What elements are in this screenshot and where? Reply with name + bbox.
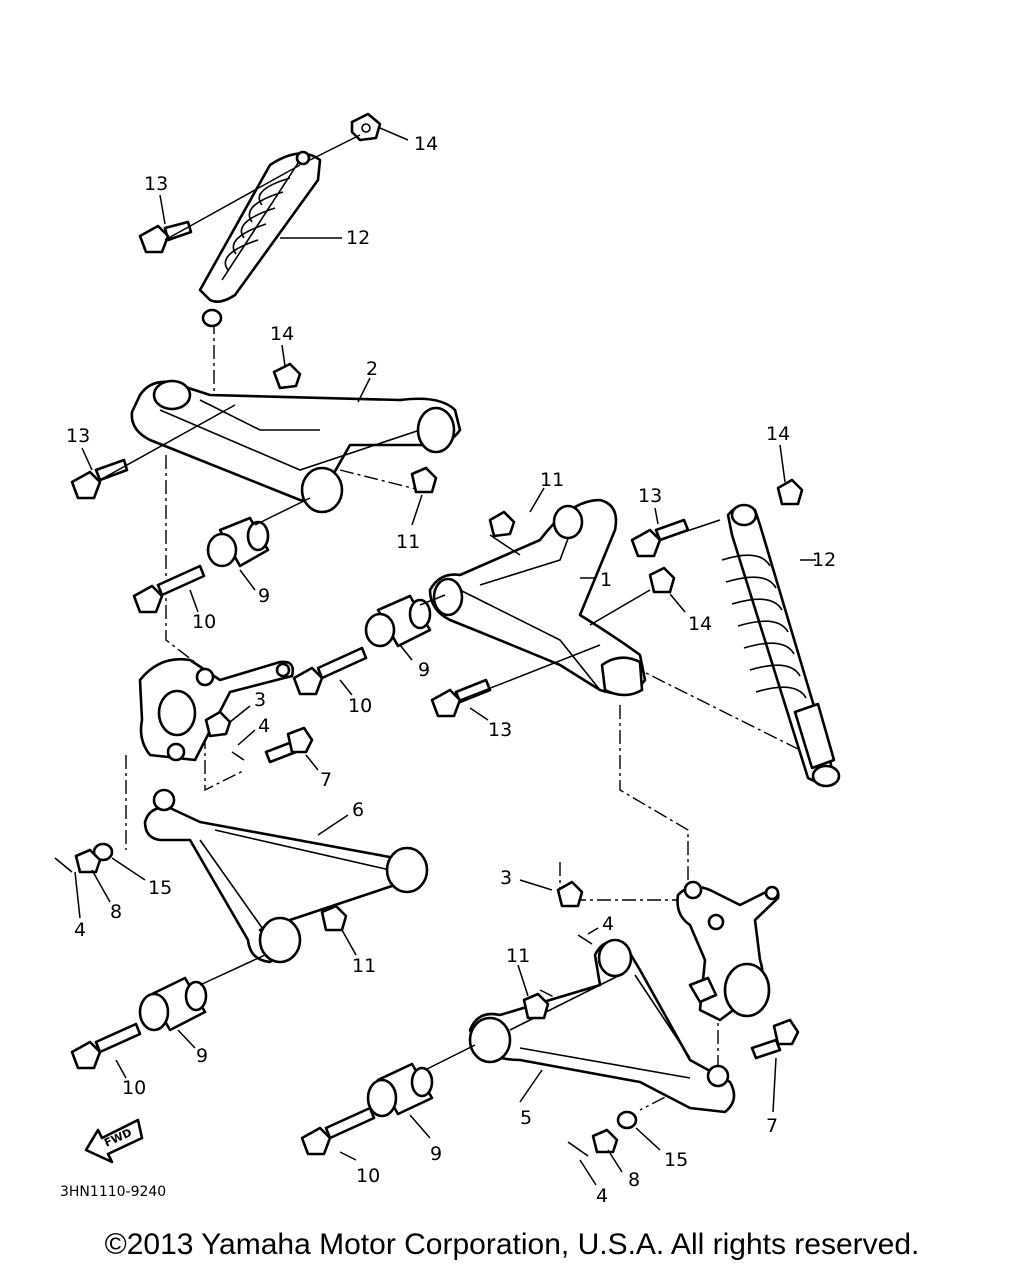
knuckle-right — [676, 880, 780, 1022]
bolt-13-right-upper — [430, 678, 492, 718]
callout-13: 13 — [66, 425, 90, 447]
callout-2: 2 — [366, 358, 378, 380]
callout-14: 14 — [766, 423, 790, 445]
lower-arm-right — [468, 938, 736, 1114]
nut-14-right-shock — [776, 478, 804, 506]
callout-14: 14 — [270, 323, 294, 345]
bushing-9-upper — [206, 516, 270, 568]
callout-4: 4 — [602, 913, 614, 935]
callout-10: 10 — [122, 1077, 146, 1099]
callout-4: 4 — [74, 919, 86, 941]
callout-3: 3 — [254, 689, 266, 711]
bushing-9-lower-left — [138, 976, 208, 1032]
bolt-13-top — [138, 220, 193, 254]
copyright-notice: ©2013 Yamaha Motor Corporation, U.S.A. A… — [104, 1228, 920, 1261]
callout-11: 11 — [396, 531, 420, 553]
nut-8-left — [74, 848, 102, 874]
callout-4: 4 — [596, 1185, 608, 1207]
callout-4: 4 — [258, 715, 270, 737]
bolt-13-right-shock — [630, 518, 690, 558]
callout-14: 14 — [414, 133, 438, 155]
bolt-10-right — [292, 646, 368, 696]
nut-3-left — [204, 710, 232, 738]
bolt-7-left — [264, 726, 314, 764]
shock-absorber-upper — [198, 150, 322, 328]
nut-11-lower-right — [522, 992, 550, 1020]
callout-leaders — [74, 127, 816, 1186]
callout-7: 7 — [320, 769, 332, 791]
suspension-exploded-diagram: FWD — [54, 112, 841, 1207]
callout-13: 13 — [638, 485, 662, 507]
bolt-13-upper-arm — [70, 458, 129, 500]
bolt-10-lower-left — [70, 1022, 142, 1070]
callout-10: 10 — [192, 611, 216, 633]
fwd-arrow-icon: FWD — [84, 1118, 144, 1164]
callout-8: 8 — [628, 1169, 640, 1191]
callout-6: 6 — [352, 799, 364, 821]
callout-9: 9 — [418, 659, 430, 681]
callout-10: 10 — [356, 1165, 380, 1187]
callout-13: 13 — [144, 173, 168, 195]
knuckle-left — [138, 657, 295, 762]
shock-absorber-right — [721, 503, 841, 788]
diagram-code: 3HN1110-9240 — [60, 1184, 166, 1200]
washer-15-left — [92, 842, 114, 862]
nut-14-right-upper — [648, 566, 676, 594]
callout-10: 10 — [348, 695, 372, 717]
bolt-7-right — [750, 1018, 800, 1060]
callout-9: 9 — [196, 1045, 208, 1067]
callout-14: 14 — [688, 613, 712, 635]
nut-8-right — [591, 1128, 619, 1154]
washer-15-right — [616, 1110, 638, 1130]
upper-arm-right — [428, 498, 647, 697]
callout-9: 9 — [258, 585, 270, 607]
bolt-10-lower-right — [300, 1106, 376, 1156]
callout-11: 11 — [352, 955, 376, 977]
callout-5: 5 — [520, 1107, 532, 1129]
bushing-9-right — [364, 594, 432, 648]
lower-arm-left — [143, 788, 429, 964]
callout-15: 15 — [664, 1149, 688, 1171]
callout-15: 15 — [148, 877, 172, 899]
nut-11-right-upper — [488, 510, 516, 538]
nut-3-right — [556, 880, 584, 908]
callout-labels: 14 13 12 14 2 13 11 9 10 11 13 14 12 1 1… — [66, 133, 836, 1207]
callout-1: 1 — [600, 569, 612, 591]
callout-7: 7 — [766, 1115, 778, 1137]
callout-13: 13 — [488, 719, 512, 741]
callout-12: 12 — [346, 227, 370, 249]
callout-12: 12 — [812, 549, 836, 571]
nut-11-lower-left — [320, 904, 348, 932]
callout-11: 11 — [506, 945, 530, 967]
callout-8: 8 — [110, 901, 122, 923]
bolt-10-upper — [132, 564, 206, 614]
bushing-9-lower-right — [366, 1062, 434, 1118]
callout-9: 9 — [430, 1143, 442, 1165]
nut-14-top — [350, 112, 382, 142]
callout-3: 3 — [500, 867, 512, 889]
callout-11: 11 — [540, 469, 564, 491]
nut-11-upper-arm — [410, 466, 438, 494]
nut-14-upper-arm — [272, 362, 302, 390]
upper-arm-left — [130, 379, 462, 514]
